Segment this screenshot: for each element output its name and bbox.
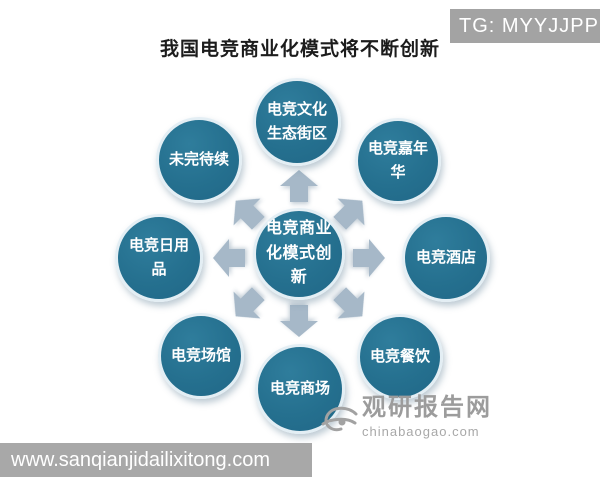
diagram-node-culture-district: 电竞文化生态街区 [253, 78, 341, 166]
node-label-center: 电竞商业化模式创新 [265, 219, 332, 287]
watermark-logo-icon [321, 406, 358, 432]
node-label-top: 电竞文化生态街区 [266, 101, 327, 142]
arrow-down-left-icon [220, 278, 274, 332]
diagram-node-daily-goods: 电竞日用品 [115, 214, 203, 302]
diagram-node-carnival: 电竞嘉年华 [355, 118, 441, 204]
arrow-right-icon [350, 239, 388, 277]
footer-url: www.sanqianjidailixitong.com [11, 448, 271, 471]
arrow-left-icon [210, 239, 248, 277]
watermark: 观研报告网 chinabaogao.com [320, 396, 492, 442]
diagram-node-hotel: 电竞酒店 [402, 214, 490, 302]
tg-contact-badge: TG: MYYJJPP [450, 9, 600, 43]
node-label-bottom-right: 电竞餐饮 [369, 348, 430, 365]
diagram-node-catering: 电竞餐饮 [357, 314, 443, 400]
diagram-node-center: 电竞商业化模式创新 [253, 208, 345, 300]
diagram-node-to-be-continued: 未完待续 [156, 117, 242, 203]
diagram-node-venue: 电竞场馆 [158, 313, 244, 399]
arrow-down-right-icon [324, 278, 378, 332]
page-title: 我国电竞商业化模式将不断创新 [159, 39, 440, 60]
watermark-domain: chinabaogao.com [362, 424, 480, 439]
arrow-up-icon [280, 167, 318, 205]
node-label-top-left: 未完待续 [168, 151, 229, 168]
arrow-up-right-icon [324, 185, 378, 239]
node-label-top-right: 电竞嘉年华 [367, 140, 428, 181]
node-label-left: 电竞日用品 [128, 237, 189, 278]
diagram-node-mall: 电竞商场 [255, 344, 345, 434]
watermark-name: 观研报告网 [362, 394, 492, 421]
node-label-right: 电竞酒店 [415, 249, 476, 266]
arrow-down-icon [280, 302, 318, 340]
tg-contact-label: TG: MYYJJPP [459, 14, 599, 37]
node-label-bottom-left: 电竞场馆 [170, 347, 231, 364]
footer-url-bar: www.sanqianjidailixitong.com [0, 443, 312, 477]
arrow-up-left-icon [220, 185, 274, 239]
watermark-text: 观研报告网 chinabaogao.com [362, 394, 492, 440]
node-label-bottom: 电竞商场 [269, 380, 330, 397]
